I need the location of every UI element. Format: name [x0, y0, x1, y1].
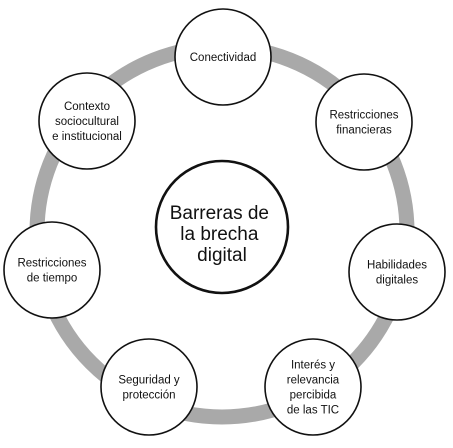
node-label-line: Conectividad [190, 52, 256, 64]
center-label-line: Barreras de [170, 203, 269, 224]
node-circle [3, 221, 101, 319]
node-circle [315, 73, 413, 171]
node-habilidades-digitales: Habilidades digitales [348, 223, 446, 321]
node-label: Conectividad [190, 52, 256, 64]
node-label-line: sociocultural [55, 116, 119, 128]
node-circle [348, 223, 446, 321]
node-label-line: de tiempo [27, 273, 78, 285]
node-label-line: percibida [290, 390, 337, 402]
node-label-line: Restricciones [17, 258, 86, 270]
node-interes-relevancia: Interés y relevancia percibida de las TIC [264, 338, 362, 436]
node-label: Interés y relevancia percibida de las TIC [287, 360, 340, 417]
node-label: Seguridad y protección [118, 375, 180, 402]
node-circle [38, 72, 136, 170]
node-circle [100, 338, 198, 436]
node-conectividad: Conectividad [174, 8, 272, 106]
node-seguridad-proteccion: Seguridad y protección [100, 338, 198, 436]
node-label: Contexto sociocultural e institucional [52, 101, 122, 143]
node-label-line: Habilidades [367, 260, 427, 272]
node-label-line: Contexto [64, 101, 110, 113]
center-node: Barreras de la brecha digital [154, 159, 290, 295]
node-label-line: Restricciones [329, 110, 398, 122]
node-circle [264, 338, 362, 436]
node-label-line: relevancia [287, 375, 340, 387]
center-label-line: digital [197, 245, 247, 266]
node-label-line: e institucional [52, 131, 122, 143]
node-label: Restricciones de tiempo [17, 258, 86, 285]
node-label-line: Interés y [291, 360, 335, 372]
center-circle [154, 159, 290, 295]
node-restricciones-tiempo: Restricciones de tiempo [3, 221, 101, 319]
node-restricciones-financieras: Restricciones financieras [315, 73, 413, 171]
node-label-line: de las TIC [287, 405, 339, 417]
center-label-line: la brecha [180, 224, 259, 245]
center-label: Barreras de la brecha digital [170, 203, 275, 266]
node-label-line: financieras [336, 125, 392, 137]
node-contexto: Contexto sociocultural e institucional [38, 72, 136, 170]
node-circle [174, 8, 272, 106]
node-label-line: Seguridad y [118, 375, 180, 387]
node-label: Restricciones financieras [329, 110, 398, 137]
node-label: Habilidades digitales [367, 260, 427, 287]
node-label-line: digitales [376, 275, 418, 287]
node-label-line: protección [122, 390, 175, 402]
